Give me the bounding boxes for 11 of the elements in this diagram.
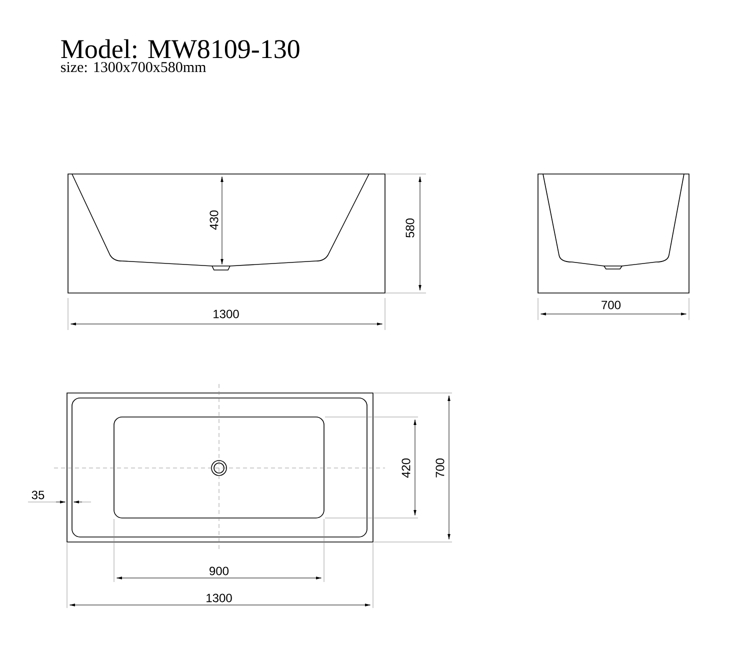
dimension-label: 900 — [210, 566, 229, 576]
model-title: Model: MW8109-130 — [61, 39, 300, 58]
dimension-label: 580 — [406, 218, 414, 238]
dimension-label: 700 — [436, 458, 444, 478]
dimension-label: 700 — [602, 300, 621, 310]
dimension-label: 1300 — [214, 310, 239, 318]
dimension-label: 35 — [32, 490, 44, 500]
size-note: size: 1300x700x580mm — [61, 62, 206, 72]
dimension-label: 420 — [402, 458, 410, 478]
dimension-label: 430 — [210, 210, 218, 230]
dimension-label: 1300 — [206, 594, 232, 602]
